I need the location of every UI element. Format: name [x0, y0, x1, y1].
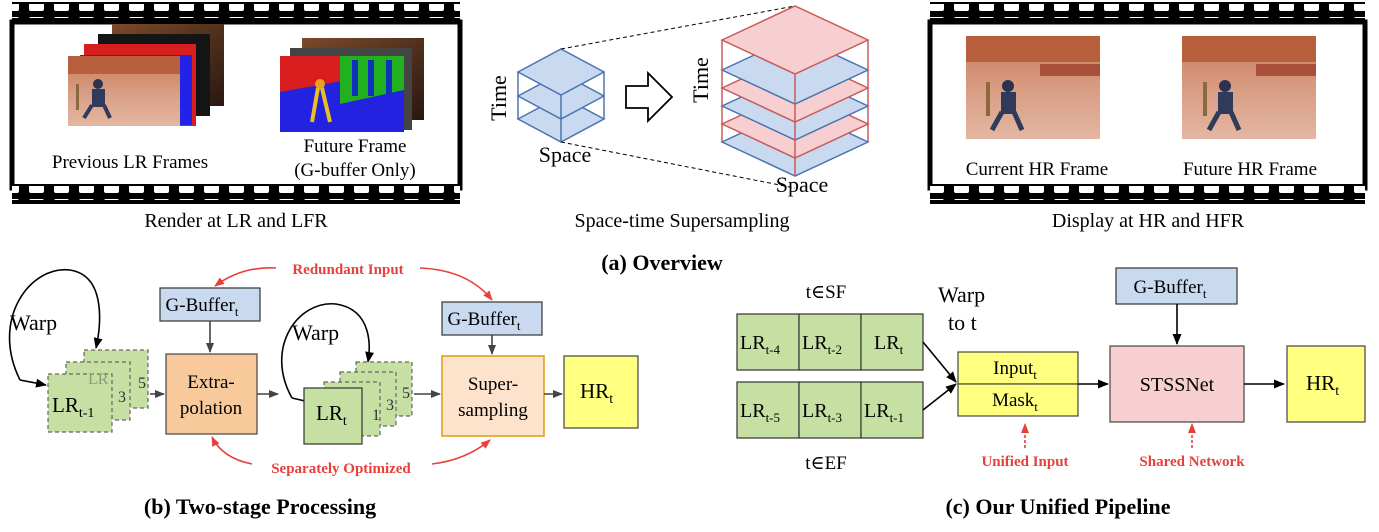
lr-t-1-label: LRt-1 — [52, 393, 94, 421]
hr-box-c — [1286, 345, 1366, 423]
render-caption: Render at LR and LFR — [144, 210, 328, 232]
space-label-right: Space — [776, 172, 829, 197]
unified-input-label: Unified Input — [981, 454, 1068, 470]
unified-panel: t∈SF t∈EF LRt-4 LRt-2 LRt LRt-5 LRt-3 LR… — [736, 267, 1366, 519]
overview-caption: (a) Overview — [601, 250, 723, 275]
hr-label-c: HRt — [1306, 371, 1339, 399]
future-frame-label-1: Future Frame — [304, 136, 407, 157]
stssnet-box — [1109, 345, 1245, 423]
lr-stack2-frag-3: 3 — [386, 397, 394, 414]
time-label-right: Time — [688, 57, 713, 103]
redundant-input-label: Redundant Input — [292, 262, 403, 278]
zoom-line-top — [560, 5, 796, 50]
supersampling-label-1: Super- — [468, 374, 518, 395]
mask-box — [957, 383, 1079, 417]
future-hr-frame — [1182, 36, 1316, 139]
stssnet-label: STSSNet — [1140, 374, 1215, 396]
gbuffer-box-c — [1115, 267, 1238, 305]
warp-label-2: Warp — [292, 320, 339, 345]
warp-to-t-label-2: to t — [948, 310, 977, 335]
extrapolation-label-1: Extra- — [187, 372, 234, 393]
future-frame-gbuffer — [280, 38, 424, 132]
lr-t-box — [303, 387, 363, 445]
stss-left-stack — [516, 48, 606, 143]
current-hr-label: Current HR Frame — [966, 159, 1108, 180]
display-caption: Display at HR and HFR — [1052, 210, 1245, 232]
lr-stack-frag-3: 3 — [118, 389, 126, 406]
zoom-line-bottom — [560, 141, 796, 189]
lr-t-label: LRt — [316, 401, 347, 429]
time-label-left: Time — [486, 75, 511, 121]
two-stage-panel: Redundant Input G-Buffert Warp 5 3 LR LR… — [8, 262, 639, 519]
extrapolation-box — [165, 353, 258, 435]
transform-arrow — [625, 70, 674, 124]
warp-label-1: Warp — [10, 310, 57, 335]
unified-caption: (c) Our Unified Pipeline — [945, 494, 1170, 519]
two-stage-caption: (b) Two-stage Processing — [144, 494, 376, 519]
lr-t-1-label-c: LRt-1 — [864, 400, 904, 425]
lr-t-3-label: LRt-3 — [802, 400, 842, 425]
hr-label-b: HRt — [580, 379, 613, 407]
future-hr-label: Future HR Frame — [1183, 159, 1317, 180]
space-label-left: Space — [539, 142, 592, 167]
lr-t-4-label: LRt-4 — [740, 332, 781, 357]
lr-t-2-label: LRt-2 — [802, 332, 842, 357]
future-frame-label-2: (G-buffer Only) — [294, 160, 416, 181]
previous-lr-frames-stack — [68, 24, 224, 126]
gbuffer-label-2: G-Buffert — [448, 309, 521, 333]
mask-label: Maskt — [992, 390, 1038, 414]
input-box — [957, 351, 1079, 385]
gbuffer-label-1: G-Buffert — [166, 295, 239, 319]
lr-row-sf: LRt-4 LRt-2 LRt — [736, 313, 924, 371]
lr-stack-frag-5: 5 — [138, 375, 146, 392]
lr-stack-frag-lr: LR — [88, 371, 109, 388]
stss-right-stack — [720, 5, 870, 177]
hr-box-b — [563, 355, 639, 429]
lr-t-top-label: LRt — [874, 332, 904, 357]
gbuffer-label-c: G-Buffert — [1134, 277, 1207, 301]
warp-to-t-label-1: Warp — [938, 282, 985, 307]
supersampling-box — [441, 355, 545, 437]
lr-row-ef: LRt-5 LRt-3 LRt-1 — [736, 381, 924, 439]
lr-stack2-frag-1: 1 — [372, 407, 380, 424]
t-in-ef-label: t∈EF — [805, 453, 847, 474]
previous-lr-frames-label: Previous LR Frames — [52, 152, 208, 173]
current-hr-frame — [966, 36, 1100, 139]
separately-optimized-label: Separately Optimized — [271, 461, 411, 477]
lr-t-5-label: LRt-5 — [740, 400, 780, 425]
lr-stack2-frag-5: 5 — [402, 385, 410, 402]
input-label: Inputt — [993, 358, 1037, 382]
character-figure — [76, 79, 112, 120]
shared-network-label: Shared Network — [1139, 454, 1245, 470]
gbuffer-box-1 — [159, 287, 261, 322]
t-in-sf-label: t∈SF — [806, 282, 846, 303]
supersampling-label-2: sampling — [458, 400, 528, 421]
extrapolation-label-2: polation — [180, 398, 243, 419]
stss-caption: Space-time Supersampling — [575, 210, 790, 232]
